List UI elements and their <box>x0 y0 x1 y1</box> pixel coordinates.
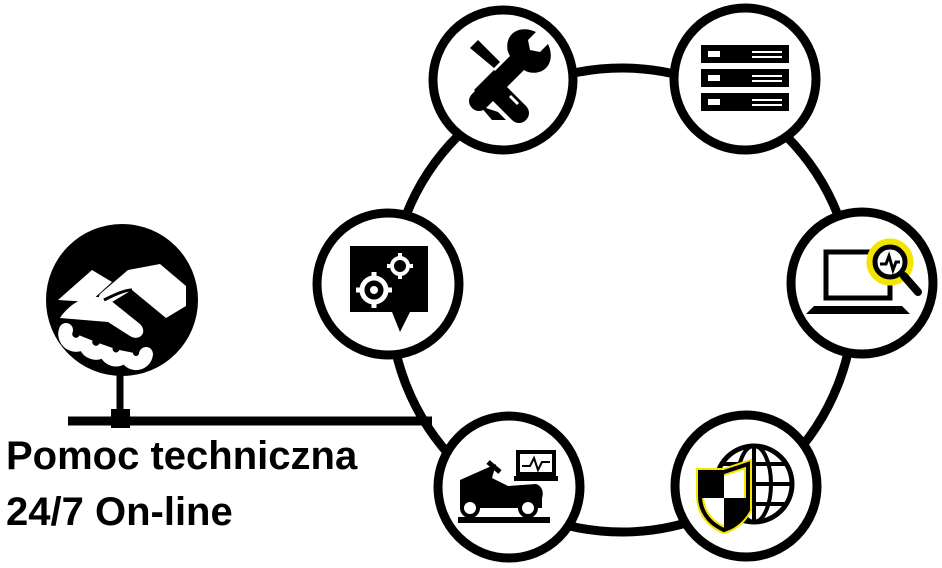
server-node <box>669 3 821 155</box>
laptop-search-icon <box>806 238 922 314</box>
caption-line-1: Pomoc techniczna <box>6 434 358 478</box>
wrench-screwdriver-icon <box>469 29 551 123</box>
connector-junction <box>111 409 130 428</box>
laptop-monitoring-node <box>786 207 938 359</box>
security-globe-node <box>670 410 822 562</box>
caption-line-2: 24/7 On-line <box>6 490 233 534</box>
gears-chat-icon <box>350 246 428 332</box>
car-diagnostics-icon <box>458 450 558 523</box>
configuration-node <box>312 208 464 360</box>
handshake-icon <box>46 224 198 376</box>
shield-globe-icon <box>696 443 795 535</box>
server-rack-icon <box>701 45 789 111</box>
diagnostics-node <box>433 411 585 563</box>
tools-node <box>428 5 578 155</box>
